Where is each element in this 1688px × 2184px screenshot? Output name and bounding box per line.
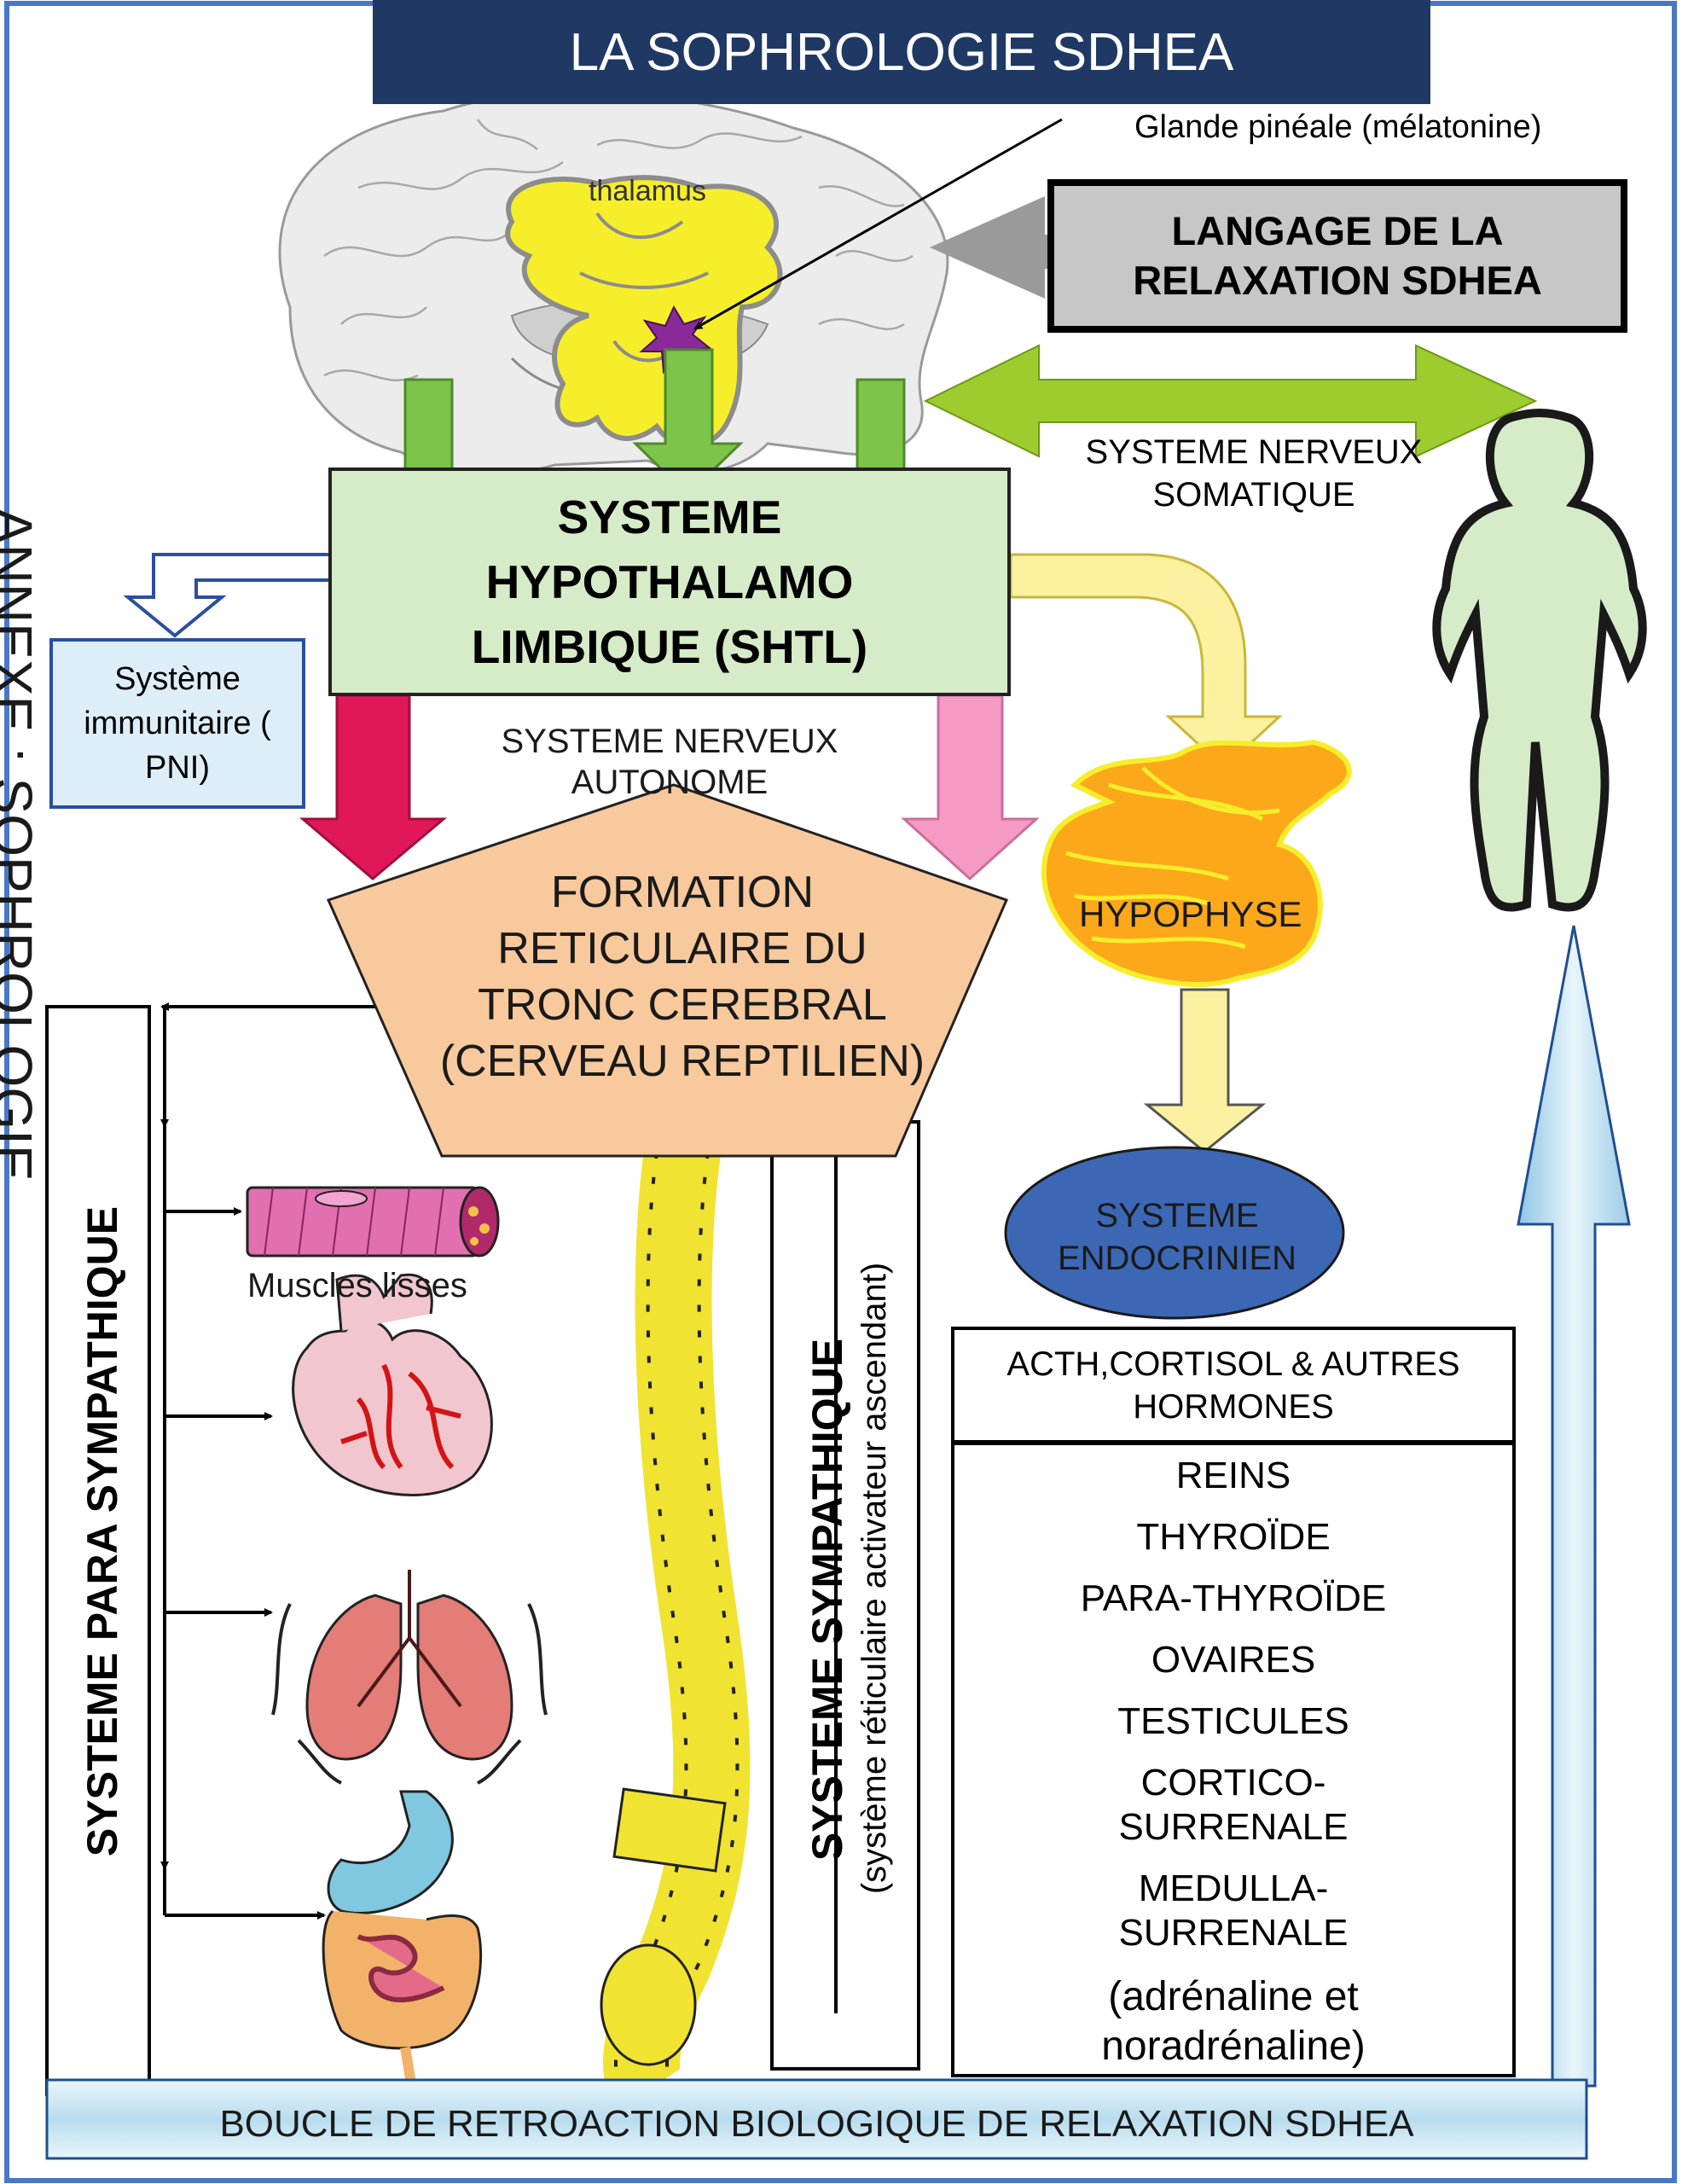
endocrine-label: SYSTEME ENDOCRINIEN [1057, 1197, 1297, 1277]
human-figure [1432, 409, 1647, 912]
pink-arrow [901, 694, 1040, 881]
organ-item: CORTICO-SURRENALE [1118, 1762, 1349, 1848]
feedback-up-arrow [1517, 925, 1631, 2088]
parasympathetic-panel [45, 1005, 151, 2096]
side-margin-text: ANNEXE : SOPHROLOGIE [0, 508, 44, 1182]
somatic-double-arrow [923, 344, 1538, 458]
organ-item: (adrénaline et noradrénaline) [1101, 1974, 1366, 2069]
shtl-box: SYSTEME HYPOTHALAMO LIMBIQUE (SHTL) [328, 468, 1011, 696]
immune-box: Système immunitaire ( PNI) [49, 638, 305, 809]
formation-pentagon [326, 783, 1009, 1158]
page-title: LA SOPHROLOGIE SDHEA [569, 22, 1234, 82]
red-arrow [299, 694, 448, 880]
organ-item: OVAIRES [1151, 1639, 1316, 1681]
lungs-illustration [271, 1570, 548, 1785]
autonome-label: SYSTEME NERVEUX AUTONOME [501, 723, 838, 801]
somatic-label: SYSTEME NERVEUX SOMATIQUE [1085, 433, 1423, 514]
muscles-label: Muscles lisses [247, 1267, 467, 1304]
langage-arrow [930, 196, 1045, 299]
shtl-hypophyse-arrow [1009, 553, 1283, 770]
title-banner: LA SOPHROLOGIE SDHEA [373, 0, 1430, 104]
heart-illustration [292, 1273, 493, 1496]
hormones-box: ACTH,CORTISOL & AUTRES HORMONES [951, 1327, 1516, 1443]
digestive-illustration [322, 1790, 483, 2100]
muscle-illustration [246, 1186, 500, 1258]
organ-item: REINS [1175, 1455, 1291, 1496]
organ-pointers [165, 1207, 326, 1920]
activateur-label: (système réticulaire activateur ascendan… [856, 1262, 893, 1895]
hypophyse-label: HYPOPHYSE [1079, 894, 1302, 934]
organ-item: MEDULLA-SURRENALE [1118, 1867, 1349, 1954]
feedback-loop-band [45, 2078, 1588, 2160]
parasympathetic-label: SYSTEME PARA SYMPATHIQUE [78, 1205, 126, 1857]
immune-arrow [123, 553, 334, 638]
hypophyse-illustration [1041, 739, 1352, 987]
langage-box: LANGAGE DE LA RELAXATION SDHEA [1047, 179, 1627, 333]
brain-illustration [278, 90, 1063, 475]
formation-label: FORMATION RETICULAIRE DU TRONC CEREBRAL … [439, 868, 925, 1086]
organ-item: TESTICULES [1117, 1700, 1349, 1742]
organs-box: REINS THYROÏDE PARA-THYROÏDE OVAIRES TES… [951, 1442, 1516, 2077]
organ-item: PARA-THYROÏDE [1080, 1577, 1387, 1619]
organ-item: THYROÏDE [1136, 1516, 1331, 1558]
endocrine-ellipse [1004, 1146, 1345, 1320]
pineal-label: Glande pinéale (mélatonine) [1134, 109, 1542, 145]
sympathetic-panel [770, 1120, 920, 2071]
thalamus-label: thalamus [589, 175, 706, 207]
spine-illustration [600, 1147, 751, 2111]
feedback-loop-label: BOUCLE DE RETROACTION BIOLOGIQUE DE RELA… [219, 2103, 1414, 2145]
hypophyse-endocrine-arrow [1143, 988, 1267, 1153]
